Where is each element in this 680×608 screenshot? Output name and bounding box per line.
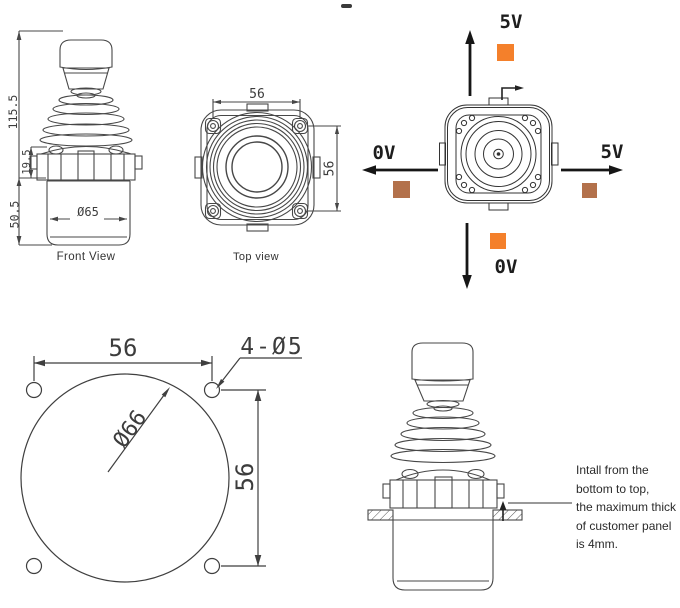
right-voltage-label: 5V bbox=[600, 141, 624, 163]
installation-note-line: of customer panel bbox=[576, 518, 672, 533]
installation-note-line: bottom to top, bbox=[576, 481, 650, 496]
installation-note: Intall from the bottom to top, the maxim… bbox=[576, 461, 680, 554]
mounting-hole-spacing-horizontal-dim: 56 bbox=[108, 334, 138, 362]
mounting-holes-dim: 4-Ø5 bbox=[240, 334, 304, 360]
front-view-drawing bbox=[16, 30, 143, 246]
front-view-total-height-dim: 115.5 bbox=[6, 94, 20, 130]
installation-note-line: Intall from the bbox=[576, 463, 649, 477]
reference-arrow-icon bbox=[501, 85, 524, 100]
down-voltage-label: 0V bbox=[494, 256, 518, 278]
front-view-body-diameter-dim: Ø65 bbox=[77, 204, 99, 219]
up-arrow-icon bbox=[465, 30, 475, 96]
installation-note-line: is 4mm. bbox=[576, 537, 618, 552]
installation-note-line: the maximum thick bbox=[576, 500, 677, 515]
top-view-caption: Top view bbox=[233, 251, 279, 263]
mounting-hole-spacing-vertical-dim: 56 bbox=[231, 462, 259, 492]
top-view-width-dim: 56 bbox=[249, 87, 265, 102]
down-arrow-icon bbox=[462, 223, 472, 289]
up-voltage-label: 5V bbox=[499, 11, 523, 33]
right-color-swatch bbox=[582, 183, 597, 198]
front-view-caption: Front View bbox=[56, 250, 116, 263]
top-view-drawing bbox=[194, 99, 341, 232]
top-view-height-dim: 56 bbox=[322, 160, 338, 177]
direction-unit-drawing bbox=[439, 97, 559, 211]
front-view-body-height-dim: 50.5 bbox=[7, 200, 21, 229]
mounting-pattern-drawing bbox=[20, 356, 302, 583]
front-view-flange-height-dim: 19.5 bbox=[21, 149, 33, 175]
left-voltage-label: 0V bbox=[372, 142, 396, 164]
insert-direction-arrow-icon bbox=[499, 501, 507, 521]
right-arrow-icon bbox=[561, 165, 623, 175]
left-color-swatch bbox=[393, 181, 410, 198]
installation-view-drawing bbox=[367, 342, 523, 591]
left-arrow-icon bbox=[362, 165, 438, 175]
down-color-swatch bbox=[490, 233, 506, 249]
stray-mark bbox=[341, 4, 352, 8]
up-color-swatch bbox=[497, 44, 514, 61]
